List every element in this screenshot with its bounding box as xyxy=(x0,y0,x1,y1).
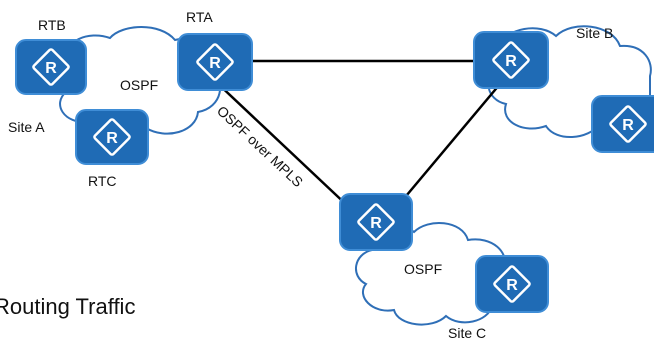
label-ospf-site-a: OSPF xyxy=(120,77,158,93)
router-rtb[interactable]: R xyxy=(15,39,87,95)
router-icon: R xyxy=(506,277,518,294)
label-site-b: Site B xyxy=(576,25,613,41)
router-icon: R xyxy=(209,55,221,72)
router-site-c-bottom[interactable]: R xyxy=(475,255,549,313)
router-site-b-top[interactable]: R xyxy=(473,31,549,89)
router-site-c-top[interactable]: R xyxy=(339,193,413,251)
label-ospf-over-mpls: OSPF over MPLS xyxy=(214,102,306,190)
router-icon: R xyxy=(370,215,382,232)
label-site-c: Site C xyxy=(448,325,486,341)
label-routing-traffic: Routing Traffic xyxy=(0,294,135,319)
router-icon: R xyxy=(505,53,517,70)
router-site-b-bottom[interactable]: R xyxy=(591,95,654,153)
label-site-a: Site A xyxy=(8,119,45,135)
router-icon: R xyxy=(106,130,118,147)
link-siteb-sitec xyxy=(395,83,501,209)
link-rta-sitec xyxy=(213,79,353,211)
label-rta: RTA xyxy=(186,9,213,25)
links xyxy=(213,59,501,211)
router-icon: R xyxy=(622,117,634,134)
label-rtc: RTC xyxy=(88,173,117,189)
label-rtb: RTB xyxy=(38,17,66,33)
router-rtc[interactable]: R xyxy=(75,109,149,165)
router-icon: R xyxy=(45,60,57,77)
label-ospf-site-c: OSPF xyxy=(404,261,442,277)
router-rta[interactable]: R xyxy=(177,33,253,91)
